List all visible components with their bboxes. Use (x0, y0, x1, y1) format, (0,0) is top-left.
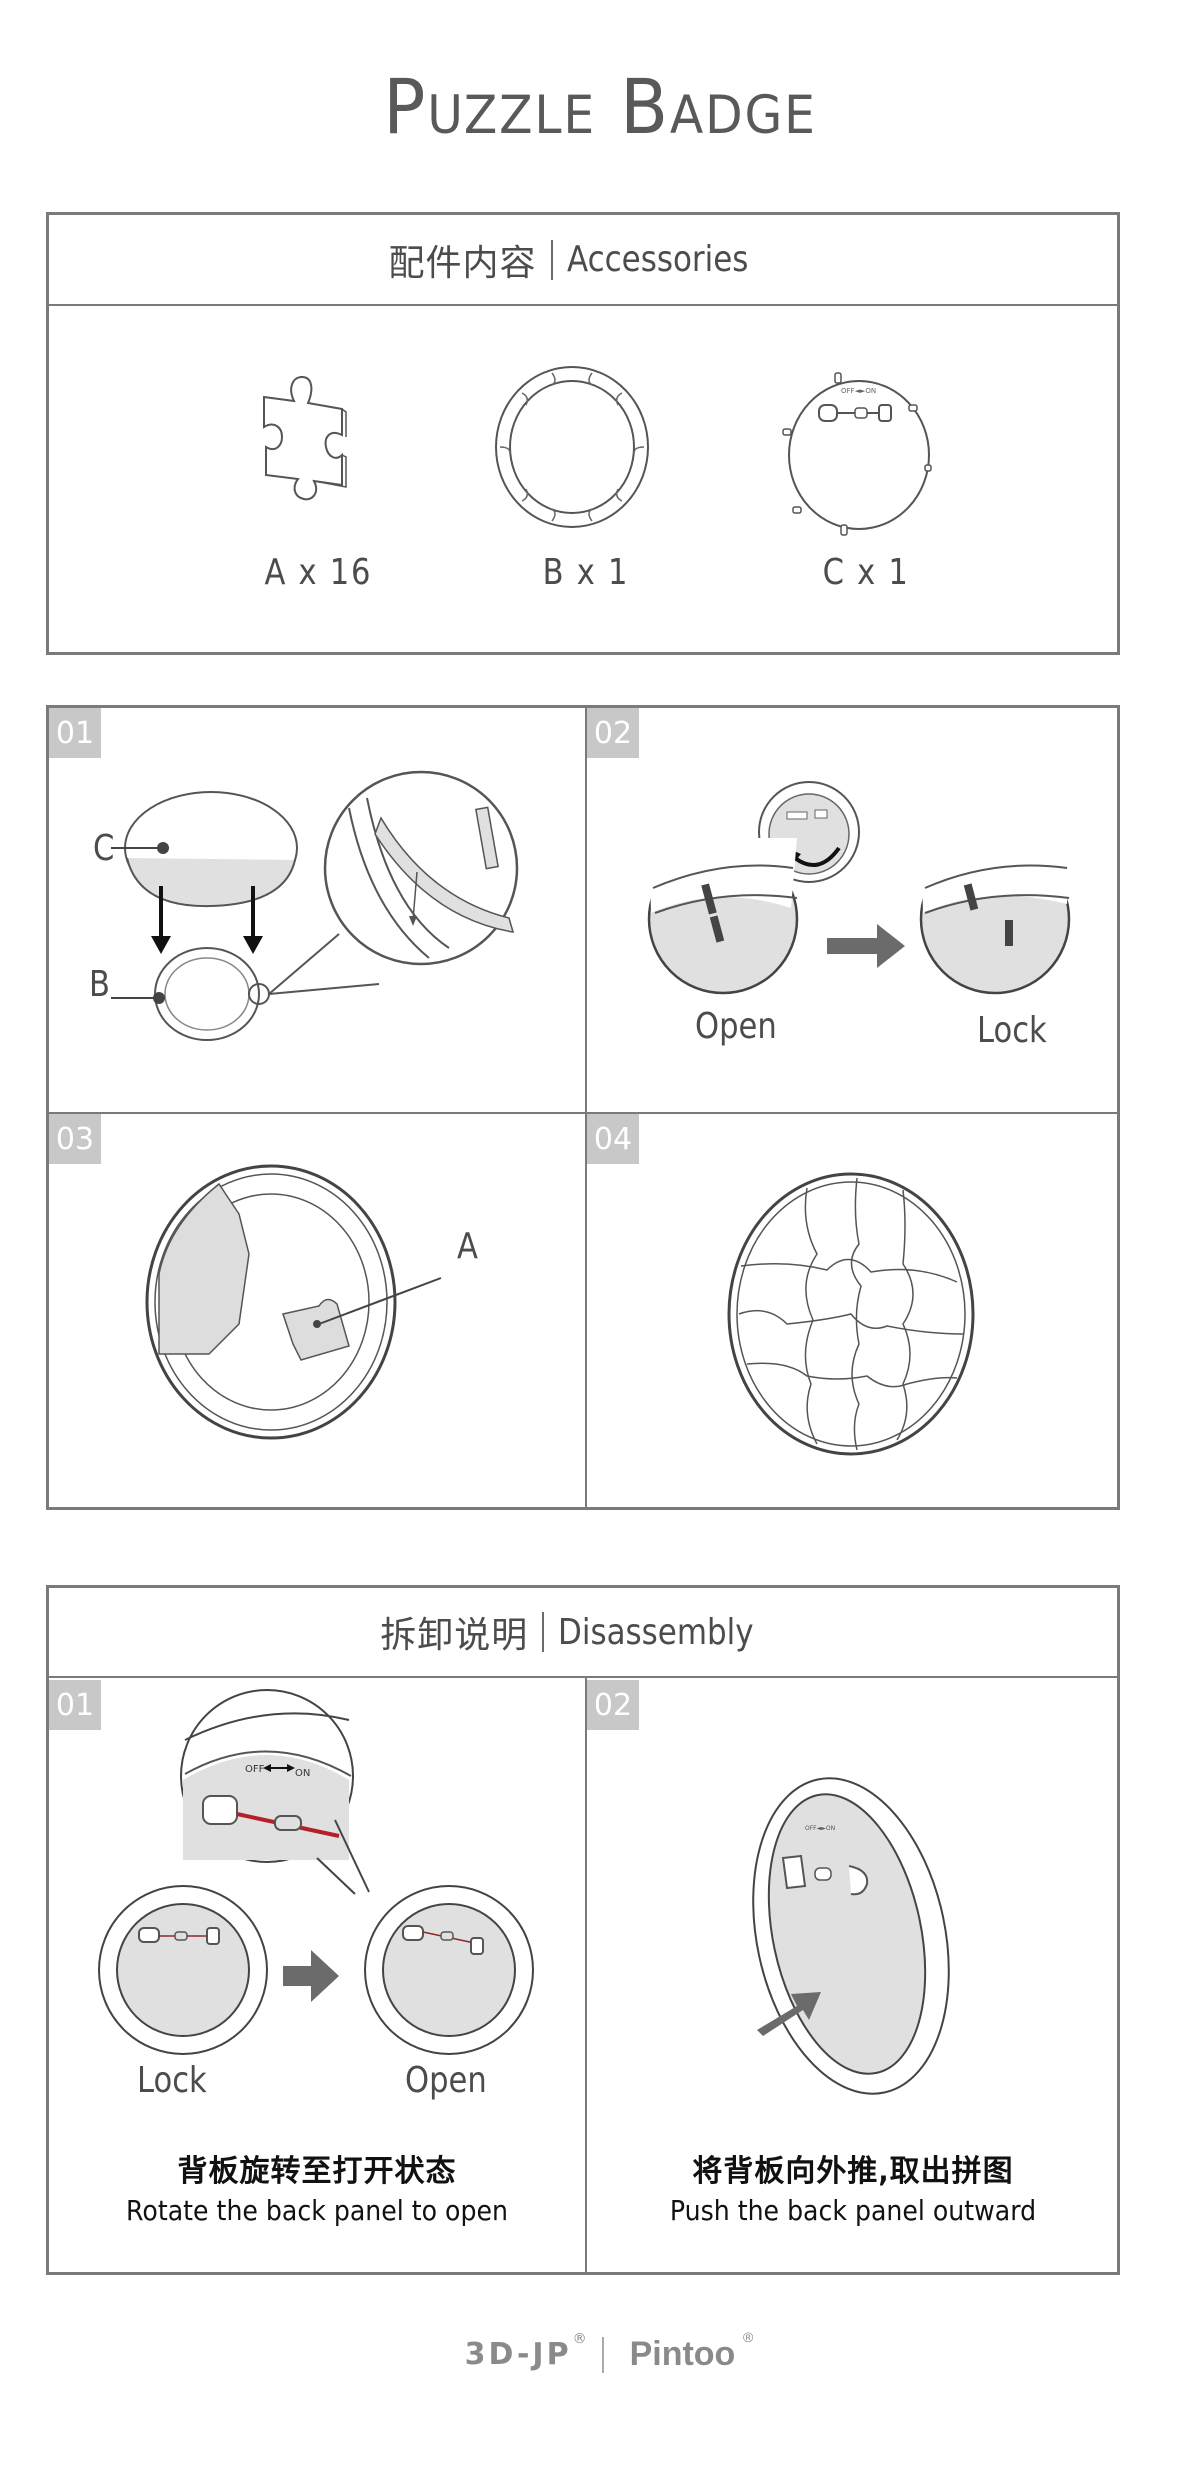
registered-mark: ® (743, 2329, 754, 2345)
part-label-b: B (89, 964, 110, 1005)
step-number-badge: 02 (587, 708, 639, 758)
accessory-label-a: A x 16 (264, 552, 373, 593)
state-label-open: Open (405, 2060, 487, 2101)
badge-back-panel-icon: OFF◄►ON (782, 372, 932, 536)
caption-en: Push the back panel outward (669, 2194, 1037, 2227)
registered-mark: ® (572, 2331, 590, 2347)
puzzle-ring-frame-icon (495, 366, 649, 528)
assembly-step-03: 03 A (49, 1114, 585, 1508)
disassembly-section: 拆卸说明 Disassembly 01 OFF ON (46, 1585, 1120, 2275)
disassembly-step-01-illustration: OFF ON (98, 1689, 534, 2055)
svg-text:OFF◄►ON: OFF◄►ON (841, 387, 876, 395)
caption-en: Rotate the back panel to open (126, 2194, 508, 2227)
accessories-section: 配件内容 Accessories A x 16 B x 1 OFF◄►ON (46, 212, 1120, 655)
assembly-steps-section: 01 C B (46, 705, 1120, 1510)
step-number-badge: 04 (587, 1114, 639, 1164)
disassembly-header: 拆卸说明 Disassembly (49, 1588, 1117, 1678)
assembly-step-01: 01 C B (49, 708, 585, 1112)
step-number-badge: 03 (49, 1114, 101, 1164)
assembly-step-04: 04 (587, 1114, 1119, 1508)
accessories-header: 配件内容 Accessories (49, 215, 1117, 306)
puzzle-piece-icon (263, 375, 347, 501)
disassembly-step-01: 01 OFF ON (49, 1680, 585, 2273)
grid-divider-horizontal (49, 1112, 1119, 1114)
step-number-badge: 02 (587, 1680, 639, 1730)
grid-divider-vertical (585, 1678, 587, 2273)
off-label: OFF (245, 1764, 265, 1775)
disassembly-step-02-caption: 将背板向外推,取出拼图 Push the back panel outward (587, 2146, 1119, 2227)
brand-divider (601, 2336, 604, 2373)
svg-text:ON: ON (295, 1768, 310, 1779)
step-number-badge: 01 (49, 708, 101, 758)
accessory-label-c: C x 1 (822, 552, 910, 593)
brand-logo-3djp: 3D-JP® (464, 2331, 587, 2372)
assembly-step-02-illustration (647, 781, 1071, 995)
assembly-step-02: 02 Open Lock (587, 708, 1119, 1112)
disassembly-step-02-illustration: OFF◄►ON (752, 1777, 950, 2095)
accessory-label-b: B x 1 (542, 552, 630, 593)
grid-divider-vertical (585, 708, 587, 1508)
disassembly-step-02: 02 OFF◄►ON 将背板向外推,取出拼图 Push the back pan… (587, 1680, 1119, 2273)
assembly-step-01-illustration (111, 770, 519, 1041)
brand-logo-pintoo: Pintoo ® (629, 2329, 754, 2374)
part-label-c: C (93, 828, 115, 869)
caption-zh: 将背板向外推,取出拼图 (692, 2154, 1014, 2189)
brand-footer: 3D-JP® Pintoo® (0, 2329, 1200, 2374)
state-label-open: Open (695, 1006, 777, 1047)
heading-divider (550, 239, 553, 280)
step-number-badge: 01 (49, 1680, 101, 1730)
disassembly-heading-en: Disassembly (558, 1611, 754, 1653)
svg-text:OFF◄►ON: OFF◄►ON (805, 1825, 835, 1832)
brand-pintoo-text: Pintoo (629, 2335, 736, 2373)
state-label-lock: Lock (137, 2060, 207, 2101)
disassembly-step-01-caption: 背板旋转至打开状态 Rotate the back panel to open (49, 2146, 585, 2227)
page-title: Puzzle Badge (383, 62, 817, 151)
heading-divider (542, 1612, 545, 1652)
accessories-heading-en: Accessories (566, 239, 748, 280)
completed-puzzle-badge-illustration (727, 1172, 975, 1456)
accessories-heading-zh: 配件内容 (388, 242, 537, 284)
brand-3djp-text: 3D-JP (464, 2337, 572, 2372)
caption-zh: 背板旋转至打开状态 (177, 2154, 457, 2189)
state-label-lock: Lock (977, 1010, 1047, 1051)
part-label-a: A (457, 1226, 478, 1267)
assembly-step-03-illustration (145, 1164, 442, 1440)
disassembly-heading-zh: 拆卸说明 (380, 1615, 529, 1656)
